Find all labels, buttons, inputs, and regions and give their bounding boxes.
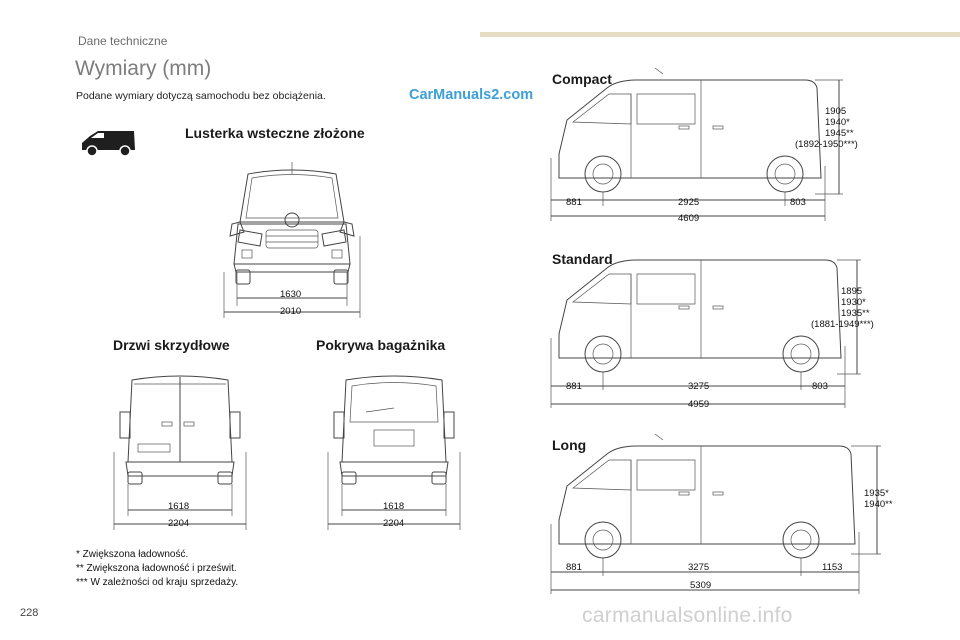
standard-rear-overhang: 803: [812, 381, 828, 392]
page-number: 228: [20, 607, 39, 619]
long-side-view: [550, 433, 881, 594]
standard-height-2: 1930*: [841, 297, 866, 308]
standard-front-overhang: 881: [566, 381, 582, 392]
footnote-3: *** W zależności od kraju sprzedaży.: [76, 577, 239, 588]
standard-heights: 1895 1930* 1935** (1881-1949***): [811, 286, 874, 330]
compact-rear-overhang: 803: [790, 197, 806, 208]
intro-text: Podane wymiary dotyczą samochodu bez obc…: [76, 90, 326, 102]
rear-doors-drawing: [113, 375, 247, 530]
compact-height-4: (1892-1950***): [795, 139, 858, 150]
long-wheelbase: 3275: [688, 562, 710, 573]
tailgate-drawing: [327, 375, 461, 530]
model-standard-label: Standard: [552, 251, 613, 267]
long-height-2: 1940**: [864, 499, 893, 510]
compact-height-2: 1940*: [825, 117, 850, 128]
compact-front-overhang: 881: [566, 197, 582, 208]
standard-height-1: 1895: [841, 286, 863, 297]
compact-height-3: 1945**: [825, 128, 854, 139]
long-heights: 1935* 1940**: [864, 488, 893, 510]
long-front-overhang: 881: [566, 562, 582, 573]
model-long-label: Long: [552, 437, 587, 453]
standard-height-4: (1881-1949***): [811, 319, 874, 330]
heading-front-view: Lusterka wsteczne złożone: [185, 125, 365, 141]
footnotes: * Zwiększona ładowność. ** Zwiększona ła…: [76, 548, 238, 590]
tailgate-track-dim: 1618: [383, 501, 405, 512]
long-rear-overhang: 1153: [822, 562, 843, 573]
front-track-dim: 1630: [280, 289, 302, 300]
heading-rear-doors: Drzwi skrzydłowe: [113, 337, 230, 353]
model-compact-label: Compact: [552, 71, 612, 87]
standard-side-view: [550, 259, 861, 408]
footnote-2: ** Zwiększona ładowność i prześwit.: [76, 563, 237, 574]
front-width-dim: 2010: [280, 306, 302, 317]
compact-side-view: [550, 67, 843, 221]
section-title: Dane techniczne: [78, 34, 168, 48]
rear-doors-width-dim: 2204: [168, 518, 190, 529]
compact-length: 4609: [678, 213, 700, 224]
standard-wheelbase: 3275: [688, 381, 710, 392]
tailgate-width-dim: 2204: [383, 518, 405, 529]
footer-watermark: carmanualsonline.info: [582, 604, 793, 627]
heading-tailgate: Pokrywa bagażnika: [316, 337, 446, 353]
header-accent-bar: [480, 32, 960, 37]
standard-height-3: 1935**: [841, 308, 870, 319]
compact-wheelbase: 2925: [678, 197, 700, 208]
van-pictogram-icon: [82, 131, 135, 157]
compact-height-1: 1905: [825, 106, 847, 117]
long-length: 5309: [690, 580, 712, 591]
rear-doors-track-dim: 1618: [168, 501, 190, 512]
standard-length: 4959: [688, 399, 710, 410]
front-view-drawing: [223, 162, 361, 318]
long-height-1: 1935*: [864, 488, 889, 499]
page-title: Wymiary (mm): [75, 57, 212, 80]
watermark-top: CarManuals2.com: [409, 87, 534, 103]
footnote-1: * Zwiększona ładowność.: [76, 549, 189, 560]
compact-heights: 1905 1940* 1945** (1892-1950***): [795, 106, 858, 150]
